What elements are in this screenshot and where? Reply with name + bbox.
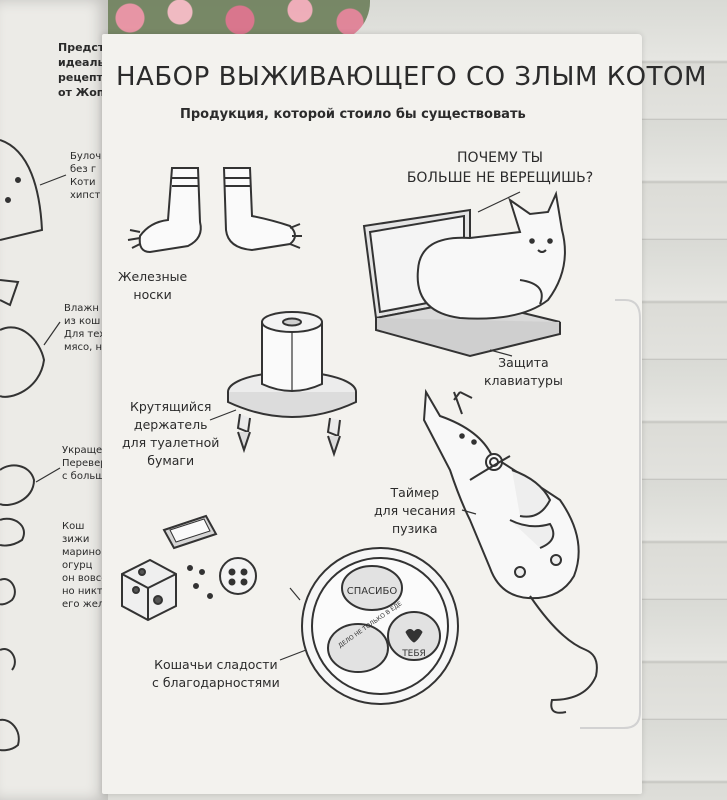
timer-pointer <box>461 509 477 515</box>
holder-pointer <box>209 409 237 421</box>
label-iron-socks: Железные носки <box>118 269 188 302</box>
left-page-block-1: Булоч без г Коти хипст <box>70 151 102 201</box>
speech-pointer <box>477 191 521 213</box>
belly-timer-illustration <box>422 388 598 714</box>
page-subtitle: Продукция, которой стоило бы существоват… <box>180 107 526 122</box>
plate-pointer <box>289 587 301 601</box>
label-keyboard-protector: Защита клавиатуры <box>484 355 563 388</box>
iron-socks-illustration <box>127 167 302 254</box>
left-page-block-3: Укращен Перевер с больш <box>62 445 108 482</box>
treats-pointer <box>279 649 307 661</box>
page-frame-line <box>580 299 641 729</box>
page-title: НАБОР ВЫЖИВАЮЩЕГО СО ЗЛЫМ КОТОМ <box>116 62 707 92</box>
left-page-block-2: Влажн из кош Для тех мясо, н <box>64 303 106 353</box>
left-page: Предста идеальн рецепт б от Жопо Булоч б… <box>0 0 108 800</box>
label-cat-treats: Кошачьи сладости с благодарностями <box>152 657 280 690</box>
toilet-paper-holder-illustration <box>227 311 357 458</box>
label-belly-timer: Таймер для чесания пузика <box>374 485 456 536</box>
left-page-block-4: Кош зижи маринов огурц он вовсе но никто… <box>62 521 108 610</box>
left-page-illustrations <box>0 139 67 752</box>
treats-plate-illustration <box>301 547 459 705</box>
small-items-illustration <box>121 514 257 622</box>
cookie-you-text: ТЕБЯ <box>401 649 426 659</box>
speech-bubble-text: ПОЧЕМУ ТЫ БОЛЬШЕ НЕ ВЕРЕЩИШЬ? <box>406 150 594 186</box>
cookie-thanks-text: СПАСИБО <box>347 586 398 597</box>
left-page-heading: Предста идеальн рецепт б от Жопо <box>58 41 108 99</box>
keyboard-protector-illustration <box>362 190 566 358</box>
label-toilet-paper-holder: Крутящийся держатель для туалетной бумаг… <box>122 399 220 468</box>
